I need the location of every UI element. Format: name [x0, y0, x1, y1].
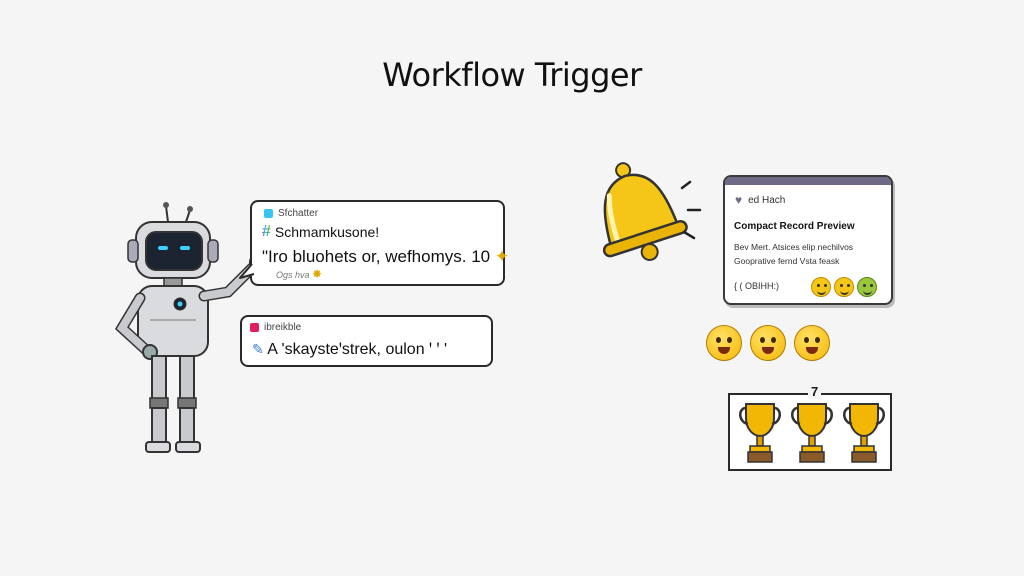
trophy-icon: [739, 403, 781, 463]
emoji-icon[interactable]: [706, 325, 742, 361]
card-body: Bev Mert. Atsices elip nechilvos Gooprat…: [734, 242, 854, 266]
trophy-row: [736, 400, 888, 464]
emoji-icon[interactable]: [834, 277, 854, 297]
message-sub: Ogs hva ✸: [276, 267, 323, 281]
sparkle-icon: ✦: [494, 247, 510, 266]
card-reactions: [811, 277, 877, 297]
app-icon: [250, 323, 259, 332]
channel-label: # Schmamkusone!: [262, 223, 379, 241]
hash-icon: #: [262, 223, 271, 240]
chat-bubble-primary: Sfchatter # Schmamkusone! "Iro bluohets …: [250, 200, 509, 286]
heart-icon: ♥: [735, 193, 743, 207]
message-text: "Iro bluohets or, wefhomys. 10 ✦: [262, 247, 510, 266]
record-preview-card[interactable]: ♥ ed Hach Compact Record Preview Bev Mer…: [723, 175, 893, 305]
party-icon: ✎: [252, 341, 264, 357]
emoji-icon[interactable]: [750, 325, 786, 361]
trophy-label: 7: [808, 384, 822, 399]
card-header: ♥ ed Hach: [735, 193, 786, 207]
page-title: Workflow Trigger: [382, 56, 642, 94]
emoji-icon[interactable]: [857, 277, 877, 297]
bubble-tail: [239, 263, 255, 279]
app-name: ibreikble: [264, 322, 302, 333]
card-footer: { ( OBIHH:): [734, 281, 780, 291]
trophy-icon: [843, 403, 885, 463]
card-title: Compact Record Preview: [734, 221, 855, 232]
bell-icon: [602, 162, 702, 261]
card-top-bar: [725, 177, 891, 185]
trophy-icon: [791, 403, 833, 463]
channel-name: Schmamkusone!: [274, 224, 380, 240]
bubble-header: ibreikble: [250, 322, 301, 333]
chat-bubble-secondary: ibreikble ✎ A 'skaysteꞌstrek, oulon ꞌ ꞌ …: [240, 315, 493, 367]
robot-icon: [114, 202, 265, 453]
emoji-icon[interactable]: [794, 325, 830, 361]
app-icon: [264, 209, 273, 218]
emoji-reactions: [706, 325, 830, 361]
sparkle-icon: ✸: [312, 267, 323, 281]
emoji-icon[interactable]: [811, 277, 831, 297]
app-name: Sfchatter: [278, 208, 319, 219]
bubble-header: Sfchatter: [264, 208, 318, 219]
message-text: ✎ A 'skaysteꞌstrek, oulon ꞌ ꞌ ': [252, 341, 448, 358]
